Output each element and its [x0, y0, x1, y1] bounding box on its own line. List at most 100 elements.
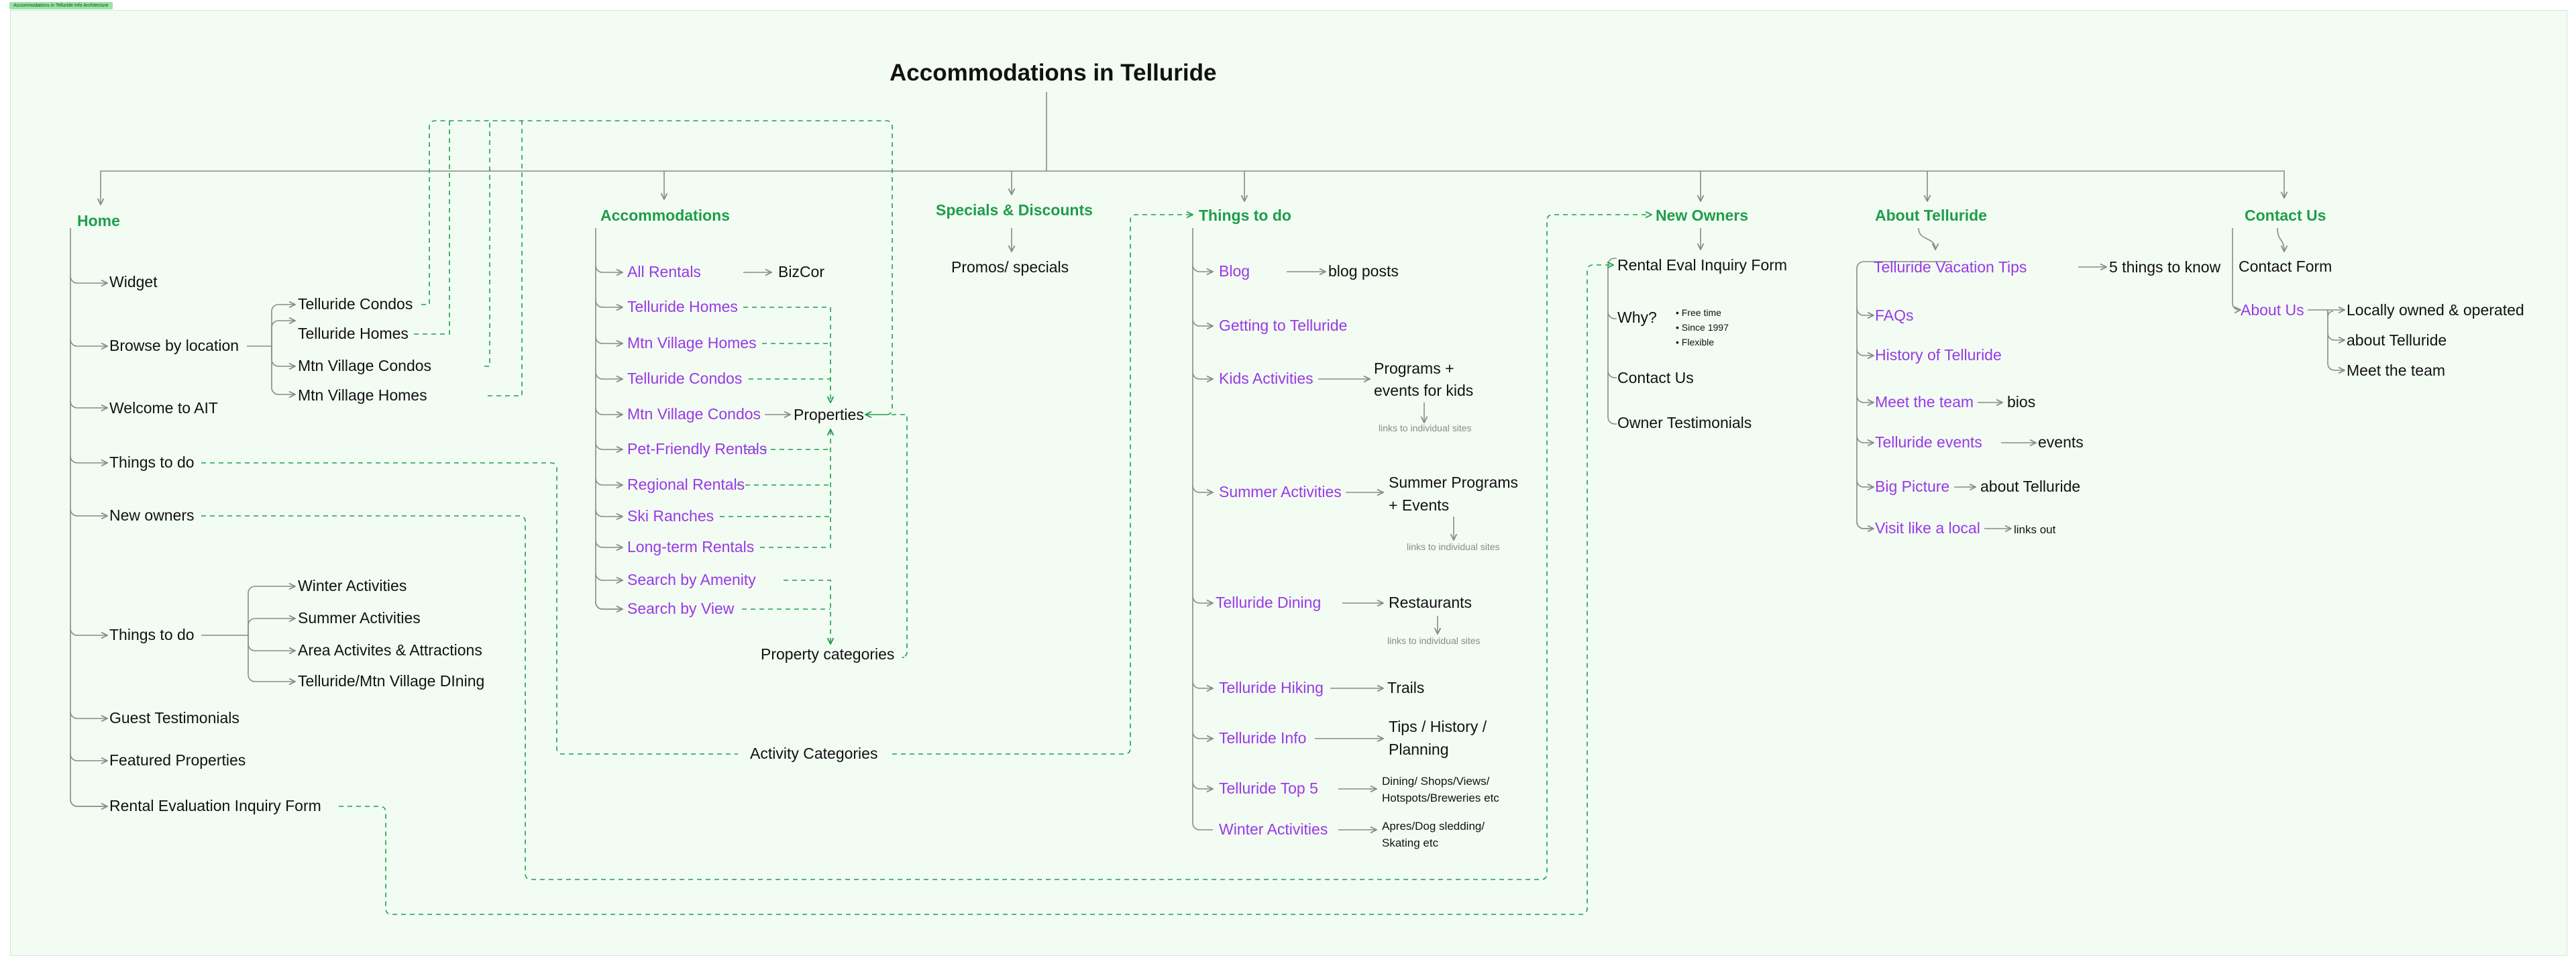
kids-detail-line-1: Programs + — [1374, 360, 1454, 377]
winter-detail-line-1: Apres/Dog sledding/ — [1382, 820, 1485, 833]
about-us-meet-the-team: Meet the team — [2347, 362, 2446, 379]
activity-area-attractions: Area Activites & Attractions — [298, 641, 482, 659]
things-kids-activities: Kids Activities — [1219, 370, 1313, 387]
properties-node: Properties — [794, 406, 864, 423]
summer-links-note: links to individual sites — [1407, 541, 1500, 552]
about-telluride-events: Telluride events — [1875, 433, 1982, 451]
property-categories-node: Property categories — [761, 645, 895, 663]
location-telluride-condos: Telluride Condos — [298, 295, 413, 313]
things-telluride-hiking: Telluride Hiking — [1219, 679, 1324, 696]
activity-categories-node: Activity Categories — [750, 745, 878, 762]
summer-detail-line-1: Summer Programs — [1389, 474, 1518, 491]
accommodations-telluride-condos: Telluride Condos — [627, 370, 743, 387]
big-picture-detail: about Telluride — [1980, 478, 2081, 495]
contact-tree — [2232, 227, 2345, 370]
accommodations-tree — [595, 228, 790, 609]
team-detail: bios — [2007, 393, 2036, 411]
contact-form-node: Contact Form — [2239, 258, 2332, 275]
why-bullet-text: Flexible — [1681, 337, 1715, 347]
new-owners-rental-eval-form: Rental Eval Inquiry Form — [1617, 256, 1788, 274]
home-item-things-to-do: Things to do — [109, 453, 195, 471]
home-item-featured-properties: Featured Properties — [109, 751, 246, 769]
contact-about-us: About Us — [2241, 301, 2304, 319]
section-accommodations: Accommodations — [600, 207, 730, 224]
summer-detail-line-2: + Events — [1389, 496, 1450, 514]
section-new-owners: New Owners — [1656, 207, 1749, 224]
activity-summer: Summer Activities — [298, 609, 421, 627]
new-owners-tree — [1607, 228, 1701, 425]
winter-detail-line-2: Skating etc — [1382, 837, 1439, 849]
dining-links-note: links to individual sites — [1387, 635, 1481, 646]
accommodations-ski-ranches: Ski Ranches — [627, 507, 714, 525]
location-mtn-village-homes: Mtn Village Homes — [298, 386, 427, 404]
frame-label[interactable]: Accommodations in Telluride Info Archite… — [9, 2, 113, 9]
section-specials: Specials & Discounts — [936, 201, 1093, 219]
home-item-welcome: Welcome to AIT — [109, 399, 218, 417]
section-about-telluride: About Telluride — [1875, 207, 1987, 224]
things-summer-activities: Summer Activities — [1219, 483, 1342, 500]
accommodations-long-term: Long-term Rentals — [627, 538, 755, 555]
info-detail-line-1: Tips / History / — [1389, 718, 1487, 735]
specials-promos: Promos/ specials — [951, 258, 1069, 276]
diagram-board — [10, 10, 2567, 956]
home-item-rental-evaluation-form: Rental Evaluation Inquiry Form — [109, 797, 321, 814]
home-item-browse-by-location: Browse by location — [109, 337, 239, 354]
about-us-about-telluride: about Telluride — [2347, 331, 2447, 349]
accommodations-regional: Regional Rentals — [627, 476, 745, 493]
things-getting-to-telluride: Getting to Telluride — [1219, 317, 1348, 334]
activity-winter: Winter Activities — [298, 577, 407, 594]
section-home: Home — [77, 212, 120, 229]
about-history: History of Telluride — [1875, 346, 2002, 364]
restaurants-node: Restaurants — [1389, 594, 1472, 611]
things-to-do-tree — [1192, 228, 1454, 830]
things-telluride-top-5: Telluride Top 5 — [1219, 780, 1318, 797]
things-telluride-info: Telluride Info — [1219, 729, 1307, 747]
home-tree — [70, 228, 295, 806]
about-vacation-tips: Telluride Vacation Tips — [1874, 258, 2027, 276]
accommodations-mtn-village-condos: Mtn Village Condos — [627, 405, 761, 423]
accommodations-pet-friendly: Pet-Friendly Rentals — [627, 440, 767, 458]
new-owners-why: Why? — [1617, 309, 1657, 326]
cross-links — [201, 120, 1652, 915]
things-winter-activities: Winter Activities — [1219, 820, 1328, 838]
about-us-locally-owned: Locally owned & operated — [2347, 301, 2524, 319]
new-owners-contact-us: Contact Us — [1617, 369, 1694, 386]
activity-dining: Telluride/Mtn Village DIning — [298, 672, 485, 690]
info-detail-line-2: Planning — [1389, 741, 1449, 758]
top-tree — [101, 92, 2284, 252]
why-bullet-text: Since 1997 — [1681, 322, 1729, 333]
section-contact-us: Contact Us — [2245, 207, 2326, 224]
kids-detail-line-2: events for kids — [1374, 382, 1474, 399]
location-mtn-village-condos: Mtn Village Condos — [298, 357, 432, 374]
things-blog: Blog — [1219, 262, 1250, 280]
about-faqs: FAQs — [1875, 307, 1914, 324]
accommodations-telluride-homes: Telluride Homes — [627, 298, 738, 315]
about-big-picture: Big Picture — [1875, 478, 1950, 495]
location-telluride-homes: Telluride Homes — [298, 325, 409, 342]
home-item-things-to-do-section: Things to do — [109, 626, 195, 643]
events-detail: events — [2038, 433, 2084, 451]
home-item-guest-testimonials: Guest Testimonials — [109, 709, 239, 727]
about-tree — [1856, 227, 2106, 529]
why-bullet-text: Free time — [1681, 307, 1721, 318]
blog-posts-node: blog posts — [1328, 262, 1399, 280]
diagram-title: Accommodations in Telluride — [890, 60, 1217, 86]
about-visit-like-local: Visit like a local — [1875, 519, 1980, 537]
accommodations-all-rentals: All Rentals — [627, 263, 701, 280]
why-bullet-since-1997: • Since 1997 — [1676, 322, 1729, 333]
section-things-to-do: Things to do — [1199, 207, 1291, 224]
home-item-widget: Widget — [109, 273, 158, 290]
home-item-new-owners: New owners — [109, 506, 195, 524]
things-telluride-dining: Telluride Dining — [1216, 594, 1322, 611]
top5-detail-line-1: Dining/ Shops/Views/ — [1382, 775, 1490, 788]
accommodations-search-by-amenity: Search by Amenity — [627, 571, 756, 588]
new-owners-testimonials: Owner Testimonials — [1617, 414, 1752, 431]
bizcor-node: BizCor — [778, 263, 825, 280]
trails-node: Trails — [1387, 679, 1425, 696]
why-bullet-free-time: • Free time — [1676, 307, 1721, 318]
about-meet-the-team: Meet the team — [1875, 393, 1974, 411]
tips-detail: 5 things to know — [2109, 258, 2221, 276]
kids-links-note: links to individual sites — [1379, 423, 1472, 433]
